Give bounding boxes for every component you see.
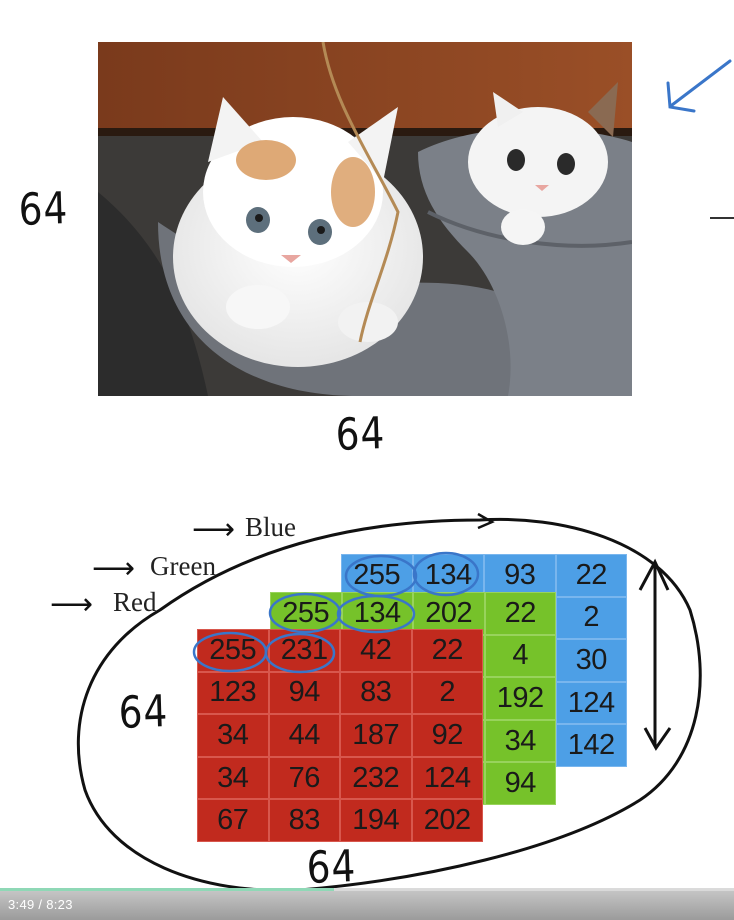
green-arrow-icon: ⟶ — [92, 551, 136, 586]
blue-cell: 22 — [555, 554, 627, 597]
time-display: 3:49 / 8:23 — [8, 897, 73, 912]
red-cell: 124 — [411, 756, 483, 800]
green-cell: 94 — [484, 762, 556, 805]
red-cell: 231 — [268, 629, 340, 672]
red-cell: 44 — [268, 714, 340, 757]
red-cell: 194 — [340, 799, 412, 842]
red-arrow-icon: ⟶ — [50, 587, 94, 622]
progress-track[interactable] — [0, 888, 734, 891]
green-cell: 22 — [484, 592, 556, 635]
dash-mark — [710, 217, 734, 219]
red-cell: 34 — [197, 756, 269, 800]
channel-label-green: Green — [150, 551, 216, 581]
red-cell: 42 — [340, 629, 412, 672]
red-cell: 83 — [340, 671, 412, 715]
red-cell: 67 — [197, 799, 269, 842]
red-cell: 202 — [411, 799, 483, 842]
blue-arrow-icon: ⟶ — [192, 512, 236, 547]
blue-cell: 142 — [555, 724, 627, 767]
channel-label-red: Red — [113, 587, 157, 617]
cat-photo — [98, 42, 632, 396]
red-cell: 83 — [268, 799, 340, 842]
blue-cell: 255 — [341, 554, 413, 597]
green-cell: 4 — [484, 634, 556, 678]
red-cell: 34 — [197, 714, 269, 757]
blue-cell: 30 — [555, 639, 627, 682]
red-cell: 2 — [411, 671, 483, 715]
annotation-arrow-icon — [666, 59, 732, 113]
progress-fill — [0, 888, 334, 891]
red-cell: 123 — [197, 671, 269, 715]
green-cell: 192 — [484, 677, 556, 720]
red-cell: 76 — [268, 756, 340, 800]
red-cell: 187 — [340, 714, 412, 757]
video-controls-bar[interactable]: 3:49 / 8:23 — [0, 888, 734, 920]
red-cell: 22 — [411, 629, 483, 672]
red-cell: 232 — [340, 756, 412, 800]
enclosing-loop — [76, 517, 702, 892]
green-cell: 34 — [484, 719, 556, 763]
channel-label-blue: Blue — [245, 512, 296, 542]
red-cell: 92 — [411, 714, 483, 757]
